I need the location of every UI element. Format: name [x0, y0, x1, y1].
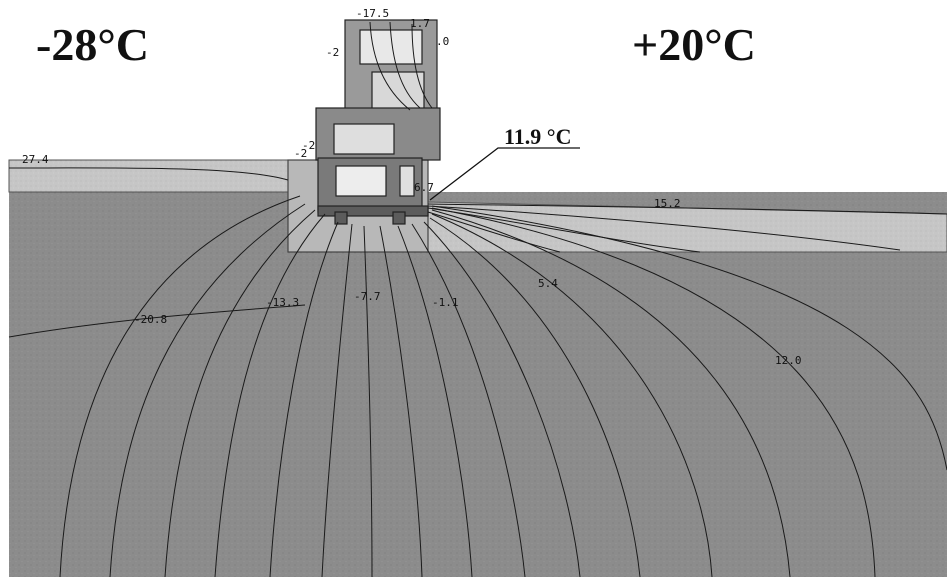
label-mid-e: 5.4 [538, 277, 558, 290]
isotherm-lines [8, 21, 947, 578]
window-frame [315, 19, 441, 225]
sill-chamber-2 [399, 165, 415, 197]
left-surface-layer [8, 159, 289, 193]
label-frame-sill-a: -2 [302, 139, 315, 152]
sill-tab-right [392, 211, 406, 225]
ground-body [9, 192, 947, 577]
label-mid-b: -13.3 [266, 296, 299, 309]
label-mid-d: -1.1 [432, 296, 459, 309]
sill-tab-left [334, 211, 348, 225]
label-right-surface: 15.2 [654, 197, 681, 210]
sill-chamber [335, 165, 387, 197]
label-top-a: -17.5 [356, 7, 389, 20]
label-top-c: .0 [436, 35, 449, 48]
sash-glass-gap [359, 29, 423, 65]
label-mid-f: 12.0 [775, 354, 802, 367]
surface-temperature-callout: 11.9 °C [504, 124, 572, 149]
label-frame-left: -2 [326, 46, 339, 59]
callout-leader [429, 147, 580, 201]
label-frame-sill-b: -2 [294, 147, 307, 160]
label-corner: 6.7 [414, 181, 434, 194]
label-mid-a: -20.8 [134, 313, 167, 326]
frame-chamber [333, 123, 395, 155]
label-mid-c: -7.7 [354, 290, 381, 303]
sill-foot [317, 205, 429, 217]
outside-temperature-label: -28°C [36, 19, 149, 70]
inside-temperature-label: +20°C [632, 19, 756, 70]
label-left-surface: 27.4 [22, 153, 49, 166]
label-top-b: 1.7 [410, 17, 430, 30]
